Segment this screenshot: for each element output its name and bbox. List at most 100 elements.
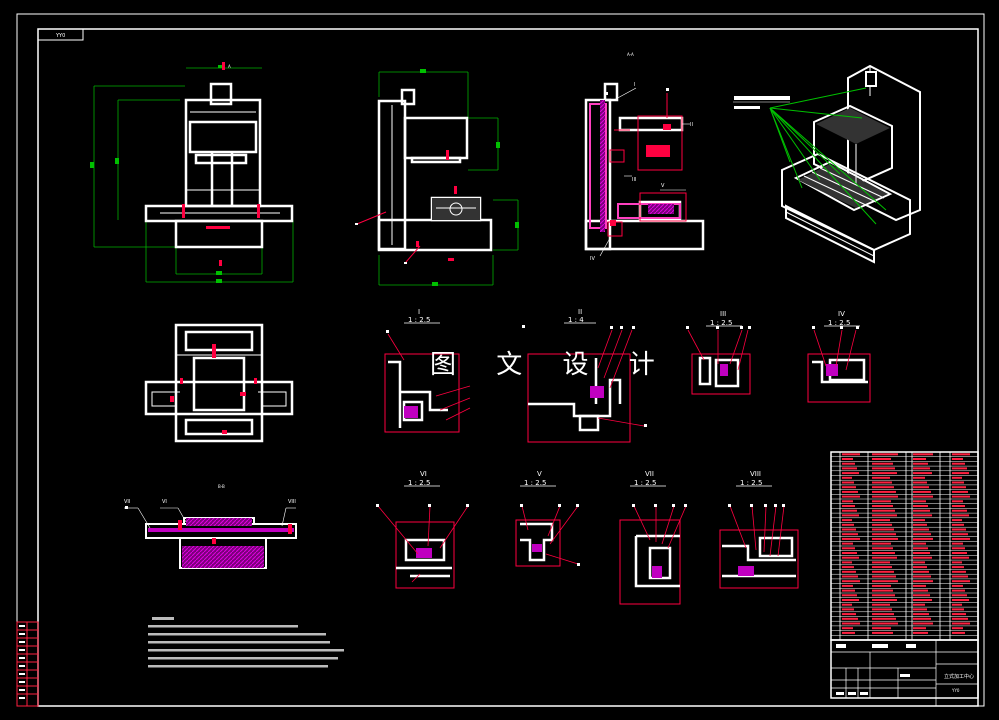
side-view bbox=[355, 69, 519, 286]
parts-list-entry bbox=[872, 533, 896, 536]
front-view: A bbox=[90, 62, 294, 283]
parts-list-entry bbox=[872, 458, 891, 460]
parts-list-entry bbox=[842, 537, 860, 540]
parts-list-entry bbox=[872, 613, 894, 616]
detail-label-viii: VIII bbox=[750, 470, 761, 478]
parts-list-entry bbox=[842, 523, 854, 526]
parts-list-entry bbox=[952, 599, 969, 601]
detail-label-iii: III bbox=[720, 310, 726, 318]
parts-list-entry bbox=[842, 594, 857, 597]
parts-list-entry bbox=[872, 631, 893, 634]
detail-views: I 1 : 2.5 II 1 : 4 III 1 : 2.5 IV 1 : 2.… bbox=[376, 308, 871, 605]
parts-list-entry bbox=[842, 584, 853, 587]
parts-list-entry bbox=[842, 613, 856, 616]
parts-list-entry bbox=[842, 552, 857, 554]
parts-list-entry bbox=[913, 528, 929, 531]
parts-list-entry bbox=[952, 570, 966, 573]
detail-scale-viii: 1 : 2.5 bbox=[740, 479, 762, 487]
parts-list-entry bbox=[913, 509, 930, 512]
parts-list-entry bbox=[913, 523, 927, 526]
callout-ii: II bbox=[690, 122, 693, 128]
detail-scale-vi: 1 : 2.5 bbox=[408, 479, 430, 487]
parts-list-entry bbox=[952, 575, 968, 578]
parts-list-entry bbox=[913, 514, 932, 517]
section-b-b-marker: B-B bbox=[218, 484, 225, 489]
detail-label-v: V bbox=[537, 470, 542, 478]
parts-list-entry bbox=[952, 486, 966, 489]
parts-list-entry bbox=[842, 500, 853, 503]
callout-viii: VIII bbox=[288, 499, 296, 505]
parts-list-entry bbox=[952, 481, 964, 484]
parts-list-entry bbox=[952, 458, 963, 460]
parts-list-entry bbox=[952, 627, 963, 630]
parts-list-entry bbox=[872, 617, 896, 620]
callout-iii: III bbox=[632, 177, 636, 183]
revision-margin-table bbox=[16, 621, 39, 707]
parts-list-entry bbox=[842, 561, 852, 564]
parts-list-entry bbox=[872, 453, 898, 456]
parts-list-entry bbox=[872, 603, 890, 606]
parts-list-entry bbox=[952, 542, 963, 545]
parts-list-entry bbox=[842, 486, 856, 489]
parts-list-entry bbox=[872, 481, 892, 484]
callout-vi: VI bbox=[162, 499, 167, 505]
parts-list-entry bbox=[872, 490, 896, 493]
section-b-b: B-B VII VI VIII bbox=[124, 484, 297, 569]
parts-list-entry bbox=[952, 580, 970, 583]
parts-list-entry bbox=[842, 570, 856, 573]
parts-list-entry bbox=[842, 589, 855, 592]
parts-list-entry bbox=[842, 514, 859, 517]
detail-label-ii: II bbox=[578, 308, 582, 316]
parts-list-entry bbox=[872, 556, 897, 559]
parts-list-entry bbox=[952, 617, 968, 620]
callout-vii: VII bbox=[124, 499, 130, 505]
watermark: 图 文 设 计 bbox=[430, 350, 671, 380]
parts-list-entry bbox=[842, 631, 855, 634]
parts-list-entry bbox=[842, 533, 858, 536]
detail-scale-iii: 1 : 2.5 bbox=[710, 319, 732, 327]
parts-list-entry bbox=[842, 575, 858, 578]
parts-list-entry bbox=[952, 514, 969, 517]
parts-list-entry bbox=[872, 584, 891, 587]
parts-list-entry bbox=[952, 622, 970, 625]
parts-list-entry bbox=[872, 462, 893, 465]
parts-list-entry bbox=[952, 537, 970, 540]
parts-list-entry bbox=[952, 490, 968, 493]
parts-list-entry bbox=[952, 547, 965, 550]
parts-list-entry bbox=[952, 523, 964, 526]
parts-list-entry bbox=[872, 514, 897, 517]
parts-list-entry bbox=[913, 603, 925, 606]
parts-list-entry bbox=[952, 594, 967, 597]
parts-list-entry bbox=[952, 467, 967, 470]
parts-list-entry bbox=[952, 495, 970, 498]
detail-label-i: I bbox=[418, 308, 420, 316]
parts-list-entry bbox=[913, 500, 926, 503]
parts-list-entry bbox=[842, 556, 859, 559]
parts-list-entry bbox=[872, 570, 894, 573]
parts-list-entry bbox=[872, 537, 898, 540]
parts-list-entry bbox=[872, 622, 898, 625]
parts-list-entry bbox=[842, 617, 858, 620]
technical-notes bbox=[148, 617, 344, 668]
section-a-a-marker: A-A bbox=[627, 52, 634, 57]
parts-list-entry bbox=[842, 495, 860, 498]
parts-list-entry bbox=[872, 561, 890, 564]
callout-i: I bbox=[634, 82, 635, 88]
callout-iv: IV bbox=[590, 256, 595, 262]
parts-list-entry bbox=[842, 528, 856, 531]
detail-scale-i: 1 : 2.5 bbox=[408, 316, 430, 324]
detail-label-vii: VII bbox=[645, 470, 654, 478]
parts-list-entry bbox=[872, 519, 890, 522]
parts-list-entry bbox=[913, 462, 928, 465]
parts-list-entry bbox=[913, 570, 929, 573]
parts-list-entry bbox=[842, 476, 852, 479]
title-block: 立式加工中心 YY0 bbox=[830, 639, 979, 707]
parts-list-entry bbox=[842, 566, 854, 569]
parts-list-entry bbox=[952, 589, 965, 592]
parts-list-entry bbox=[913, 495, 933, 498]
parts-list-entry bbox=[952, 500, 963, 503]
parts-list-entry bbox=[872, 575, 896, 578]
parts-list-entry bbox=[952, 561, 962, 564]
parts-list-entry bbox=[952, 453, 970, 456]
parts-list-entry bbox=[913, 599, 932, 601]
